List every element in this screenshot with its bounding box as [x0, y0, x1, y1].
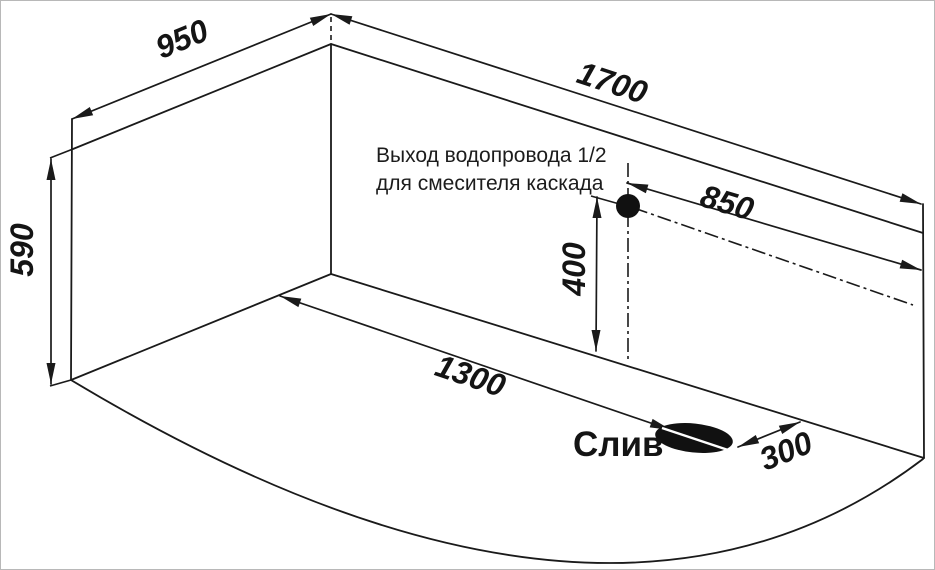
- dim-850-label: 850: [696, 178, 758, 228]
- drain-highlight-slash: [661, 426, 729, 452]
- arrowhead: [627, 183, 649, 194]
- water-outlet-note-line2: для смесителя каскада: [376, 172, 604, 195]
- arrowhead: [72, 106, 94, 119]
- dim-400-label: 400: [556, 242, 592, 297]
- centerline-inclined: [633, 207, 914, 306]
- wall-top-edges: [72, 43, 924, 234]
- drain-label: Слив: [573, 425, 664, 464]
- dim-950-label: 950: [150, 12, 213, 66]
- water-outlet-dot: [616, 194, 640, 218]
- ext-590-bottom: [49, 379, 72, 387]
- floor-back-edges: [70, 273, 925, 459]
- dim-400-line: [595, 196, 598, 352]
- arrowhead: [738, 434, 760, 447]
- ext-590-top: [49, 148, 74, 159]
- dim-300-label: 300: [754, 424, 817, 477]
- left-wall-left-edge: [70, 118, 73, 381]
- tub-front-arc: [70, 379, 924, 564]
- dim-1700-line: [330, 13, 922, 205]
- dim-590-label: 590: [4, 223, 40, 277]
- arrowhead: [46, 363, 56, 384]
- dim-850-line: [626, 182, 922, 271]
- dim-1300-line: [279, 295, 672, 431]
- arrowhead: [331, 14, 353, 25]
- arrowhead: [899, 259, 921, 270]
- right-wall-right-edge: [922, 203, 925, 459]
- dim-950-line: [71, 13, 332, 120]
- drain-ellipse: [655, 423, 733, 453]
- arrowhead: [899, 193, 921, 204]
- arrowhead: [280, 296, 302, 308]
- water-outlet-note-line1: Выход водопровода 1/2: [376, 144, 607, 167]
- arrowhead: [46, 159, 56, 180]
- dim-1700-label: 1700: [573, 54, 652, 110]
- arrowhead: [778, 422, 800, 435]
- arrowhead: [591, 330, 601, 351]
- arrowhead: [592, 197, 602, 218]
- arrowhead: [309, 14, 331, 27]
- dim-1300-label: 1300: [431, 347, 510, 404]
